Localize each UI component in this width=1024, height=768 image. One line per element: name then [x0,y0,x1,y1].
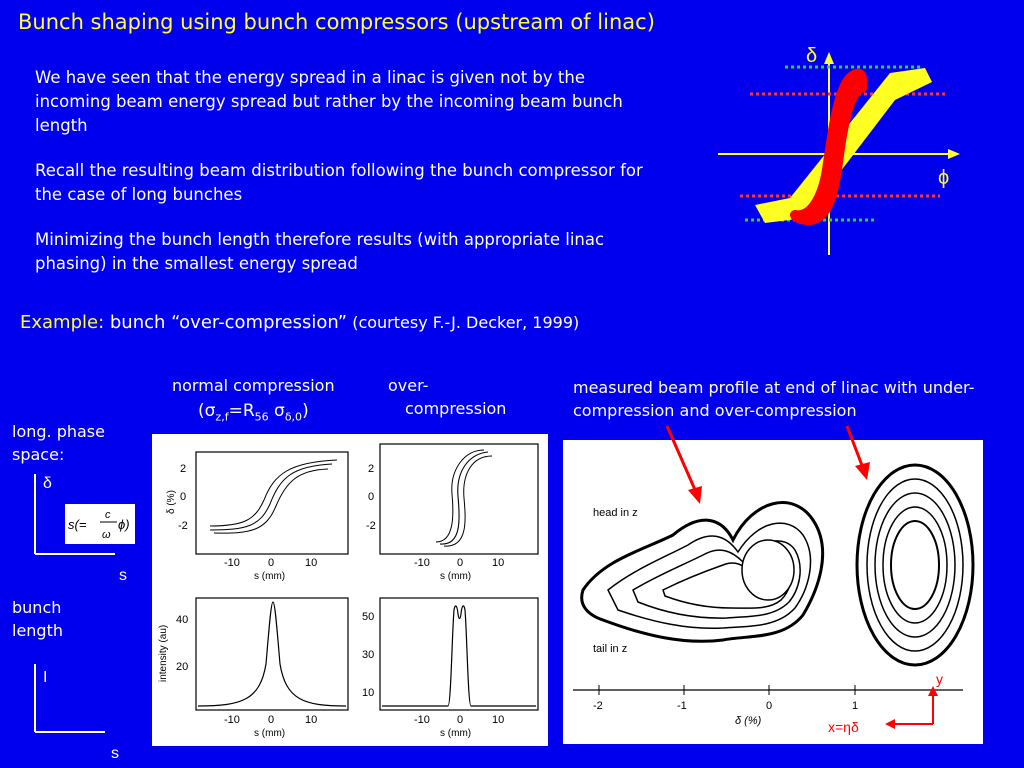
normal-intensity-frame [195,597,349,711]
paragraph-minimizing: Minimizing the bunch length therefore re… [35,230,605,273]
normal-phase-curve-2 [209,459,338,527]
svg-text:ϕ): ϕ) [118,517,130,532]
red-distribution [790,68,867,225]
long-phase-space-label: long. phase space: [12,422,105,464]
head-in-z-label: head in z [593,507,638,519]
measured-xtick-0: 0 [766,700,772,712]
over-ytick-0: 0 [368,491,374,503]
example-line: Example: bunch “over-compression” (court… [20,312,579,333]
phase-space-axes: δ s s(= c ω ϕ) [34,474,135,584]
normal-ytick-2: 2 [180,463,186,475]
over-intensity-frame [379,597,539,711]
example-credit: (courtesy F.-J. Decker, 1999) [347,313,580,332]
over-intensity-curve [382,605,536,707]
simulation-plots-svg: δ (%) 2 0 -2 -10 0 10 s (mm) 2 0 -2 -10 … [158,443,539,739]
over-phase-curve-1 [439,451,489,545]
bunch-length-label: bunch length [12,598,63,640]
simulation-plots-panel: δ (%) 2 0 -2 -10 0 10 s (mm) 2 0 -2 -10 … [152,434,548,746]
normal-int-xlabel: s (mm) [254,728,285,739]
normal-xtick-0: 0 [268,557,274,569]
normal-int-xtick-m10: -10 [224,714,240,726]
caption-compression: compression [405,399,507,418]
I-label: I [43,669,47,686]
normal-ytick-0: 0 [180,491,186,503]
normal-xtick-10: 10 [305,557,317,569]
over-phase-frame [379,443,539,555]
intensity-ylabel: intensity (au) [158,625,169,682]
s-formula-box [65,504,135,544]
over-int-xtick-0: 0 [457,714,463,726]
over-xtick-10: 10 [492,557,504,569]
svg-text:c: c [105,509,111,521]
over-phase-xlabel: s (mm) [440,571,471,582]
normal-phase-curve-1 [209,463,333,531]
paragraph-energy-spread: We have seen that the energy spread in a… [35,68,623,135]
svg-text:s(=: s(= [68,517,87,532]
measured-xtick-m1: -1 [677,700,687,712]
caption-normal-compression: normal compression [172,376,335,395]
normal-phase-ylabel: δ (%) [166,490,177,514]
measured-xtick-m2: -2 [593,700,603,712]
over-int-ytick-10: 10 [362,687,374,699]
normal-phase-xlabel: s (mm) [254,571,285,582]
example-label: Example: [20,312,105,333]
caption-over: over- [388,376,429,395]
phase-space-diagram: δ ϕ [718,45,960,255]
over-int-ytick-50: 50 [362,611,374,623]
measured-profile-svg: head in z tail in z -2 -1 0 1 δ (%) [573,463,975,735]
over-phase-curve-2 [435,449,485,543]
measured-xlabel: δ (%) [735,715,762,727]
phi-axis-arrow [948,149,960,159]
measured-xtick-1: 1 [852,700,858,712]
svg-text:ω: ω [102,529,111,541]
example-text: bunch “over-compression” [104,312,348,333]
normal-int-ytick-20: 20 [176,661,188,673]
phi-label: ϕ [938,167,949,189]
normal-int-xtick-0: 0 [268,714,274,726]
under-compression-contours [580,501,825,643]
normal-phase-curve-3 [213,468,329,534]
over-int-xlabel: s (mm) [440,728,471,739]
over-int-ytick-30: 30 [362,649,374,661]
bunch-s-label: s [111,745,119,762]
tail-in-z-label: tail in z [593,643,627,655]
normal-phase-frame [195,451,349,555]
pointer-arrows [665,425,870,504]
normal-intensity-curve [197,601,347,707]
over-int-xtick-m10: -10 [414,714,430,726]
bunch-length-axes: I s [34,664,119,762]
arrow-under-compression [665,425,698,493]
normal-ytick-m2: -2 [178,520,188,532]
normal-int-ytick-40: 40 [176,614,188,626]
delta-label: δ [806,45,817,67]
over-int-xtick-10: 10 [492,714,504,726]
over-xtick-0: 0 [457,557,463,569]
delta-axis-arrow [824,52,834,64]
over-compression-contours [855,463,975,667]
normal-int-xtick-10: 10 [305,714,317,726]
measured-profile-panel: head in z tail in z -2 -1 0 1 δ (%) [563,440,983,744]
phase-s-label: s [119,567,127,584]
over-ytick-2: 2 [368,463,374,475]
paragraph-recall: Recall the resulting beam distribution f… [35,161,643,204]
phase-delta-label: δ [43,475,52,492]
slide-title: Bunch shaping using bunch compressors (u… [18,10,655,34]
red-y-label: y [936,671,943,687]
arrow-over-compression [845,425,865,469]
red-x-label: x=ηδ [828,719,859,735]
over-ytick-m2: -2 [366,520,376,532]
over-xtick-m10: -10 [414,557,430,569]
normal-xtick-m10: -10 [224,557,240,569]
caption-measured-profile: measured beam profile at end of linac wi… [573,378,975,420]
caption-sigma-formula: (σz,f=R56 σδ,0) [198,401,309,424]
over-phase-curve-3 [443,455,493,547]
